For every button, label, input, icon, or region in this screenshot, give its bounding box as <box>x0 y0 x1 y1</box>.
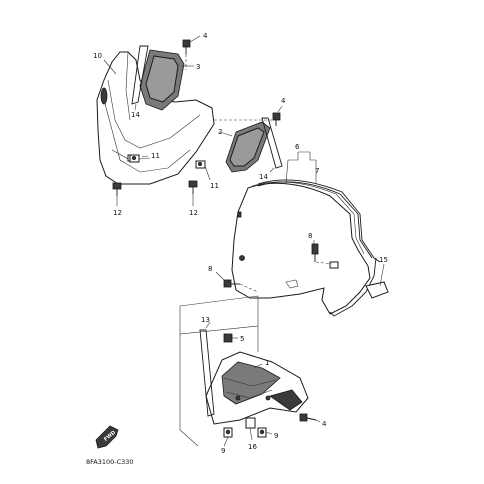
callout-6: 6 <box>295 143 300 151</box>
inner-panel-left <box>139 49 185 111</box>
callout-10: 10 <box>93 52 102 60</box>
leader-lines <box>103 35 385 447</box>
callout-11-upper: 11 <box>151 152 160 160</box>
callout-4-right: 4 <box>281 97 286 105</box>
upper-cowling <box>96 51 215 185</box>
callout-3: 3 <box>196 63 200 71</box>
callout-14-right: 14 <box>259 173 268 181</box>
duct-strip-right <box>261 117 283 169</box>
callout-9-right: 9 <box>274 432 278 440</box>
callout-7: 7 <box>315 167 319 175</box>
windshield-fastener-8a <box>311 243 319 262</box>
clip-5 <box>223 333 233 343</box>
front-direction-arrow: FWD <box>95 425 119 449</box>
callout-4-lower: 4 <box>322 420 327 428</box>
callout-15: 15 <box>379 256 388 264</box>
callout-4-top: 4 <box>203 32 208 40</box>
callout-8-upper: 8 <box>308 232 312 240</box>
callout-9-left: 9 <box>221 447 225 455</box>
duct-strip-left <box>131 45 149 105</box>
emblem <box>365 281 389 299</box>
windshield-fastener-8b <box>223 279 240 288</box>
windshield-fastener-right <box>329 261 339 269</box>
windshield <box>231 179 381 317</box>
callout-2: 2 <box>218 128 222 136</box>
callout-12-left: 12 <box>113 209 122 217</box>
callout-11-lower: 11 <box>210 182 219 190</box>
nut-11-upper <box>129 154 140 163</box>
callout-16: 16 <box>248 443 257 451</box>
bolt-top <box>182 39 191 54</box>
callout-labels: 1 2 3 4 4 4 5 6 7 8 8 9 9 10 11 11 12 12… <box>93 32 388 455</box>
bolt-4-lower <box>299 413 317 422</box>
side-strip <box>199 329 215 417</box>
screw-12-left <box>112 182 122 196</box>
callout-14-left: 14 <box>131 111 140 119</box>
inner-panel-right <box>225 121 271 173</box>
grommet-9-left <box>223 427 233 438</box>
callout-12-right: 12 <box>189 209 198 217</box>
drawing-code: 8FA3100-C330 <box>86 458 134 466</box>
nut-11-lower <box>195 160 206 169</box>
callout-1: 1 <box>265 359 269 367</box>
callout-8-lower: 8 <box>208 265 212 273</box>
bolt-right-upper <box>272 112 281 126</box>
callout-5: 5 <box>240 335 244 343</box>
lower-inner-cowl <box>205 351 309 425</box>
screw-12-right <box>188 180 198 194</box>
nut-16 <box>245 417 256 429</box>
callout-13: 13 <box>201 316 210 324</box>
grommet-9-right <box>257 427 267 438</box>
